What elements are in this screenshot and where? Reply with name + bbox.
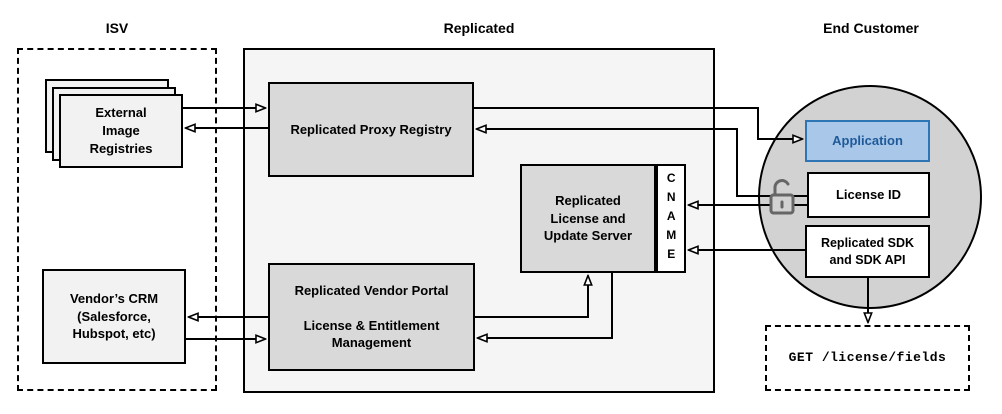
node-label: Replicated Proxy Registry	[290, 121, 452, 137]
node-label-line: Replicated	[555, 192, 621, 208]
replicated-sdk-node: Replicated SDK and SDK API	[805, 225, 930, 278]
isv-boundary-box	[17, 48, 217, 391]
node-label-line: Registries	[89, 140, 153, 156]
license-id-node: License ID	[807, 172, 930, 218]
node-label-line: Update Server	[543, 228, 633, 244]
node-label-line: Replicated Vendor Portal	[294, 282, 449, 298]
node-label-line: Hubspot, etc)	[72, 326, 156, 342]
replicated-vendor-portal-node: Replicated Vendor Portal License & Entit…	[268, 263, 475, 371]
node-label: Application	[832, 133, 903, 149]
application-node: Application	[805, 120, 930, 162]
endpoint-label: GET /license/fields	[788, 350, 947, 366]
node-label-line: Management	[331, 335, 412, 351]
node-label-line: (Salesforce,	[77, 308, 151, 324]
replicated-proxy-registry-node: Replicated Proxy Registry	[268, 82, 474, 177]
cname-strip: CNAME	[656, 164, 686, 273]
section-title-end-customer: End Customer	[823, 20, 919, 36]
get-license-fields-node: GET /license/fields	[765, 325, 970, 391]
section-title-replicated: Replicated	[443, 20, 515, 36]
node-label: License ID	[835, 187, 902, 203]
node-label-line: License and	[550, 210, 626, 226]
external-image-registries-node: External Image Registries	[59, 94, 183, 168]
replicated-license-update-server-node: Replicated License and Update Server	[520, 164, 656, 273]
node-label-line: and SDK API	[829, 252, 906, 267]
node-label-line: External	[95, 105, 147, 121]
vendor-crm-node: Vendor’s CRM (Salesforce, Hubspot, etc)	[42, 269, 186, 364]
node-label-line: Image	[102, 123, 140, 139]
node-label-line: Replicated SDK	[820, 235, 915, 250]
section-title-isv: ISV	[105, 20, 129, 36]
node-label-line: License & Entitlement	[303, 317, 440, 333]
unlock-icon	[769, 179, 795, 215]
node-label-line: Vendor’s CRM	[69, 290, 159, 306]
cname-label: CNAME	[664, 171, 679, 266]
